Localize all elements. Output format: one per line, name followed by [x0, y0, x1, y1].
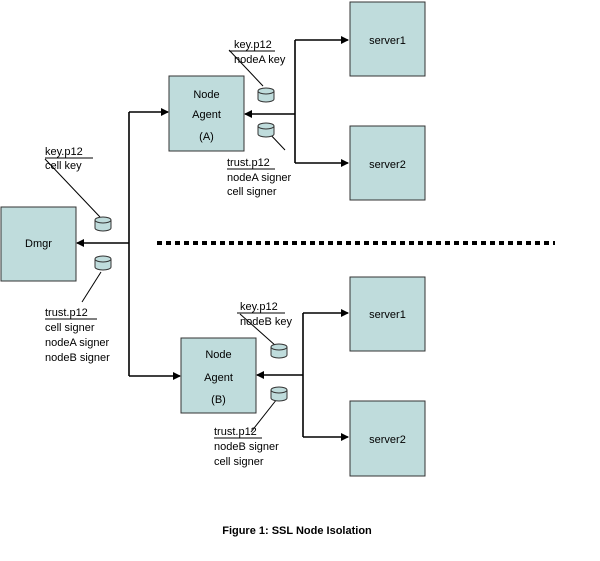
node-agent-a-box: Node Agent (A)	[168, 75, 245, 152]
leader-node-a-key	[228, 49, 264, 87]
node-a-truststore-entry-1: nodeA signer	[227, 172, 292, 184]
node-b-keystore-icon	[270, 343, 288, 359]
node-a-keystore-entry: nodeA key	[234, 54, 286, 66]
cell-keystore-file: key.p12	[45, 146, 83, 158]
node-b-keystore-label: key.p12 nodeB key	[237, 301, 292, 328]
connectors	[44, 36, 555, 441]
node-a-keystore-file: key.p12	[234, 39, 272, 51]
cell-keystore-icon	[94, 216, 112, 232]
node-b-truststore-file: trust.p12	[214, 426, 257, 438]
node-agent-b-line-2: Agent	[204, 372, 233, 384]
node-agent-b-line-3: (B)	[211, 394, 226, 406]
node-a-keystore-label: key.p12 nodeA key	[229, 39, 286, 66]
dmgr-label: Dmgr	[25, 238, 52, 250]
node-b-truststore-entry-1: nodeB signer	[214, 441, 279, 453]
node-b-keystore-file: key.p12	[240, 301, 278, 313]
node-agent-a-line-1: Node	[193, 89, 219, 101]
leader-node-b-key	[239, 313, 277, 347]
node-b-keystore-entry: nodeB key	[240, 316, 292, 328]
cell-truststore-icon	[94, 255, 112, 271]
node-b-server2-label: server2	[369, 434, 406, 446]
cell-truststore-entry-1: cell signer	[45, 322, 95, 334]
leader-cell-key	[44, 158, 101, 218]
cell-truststore-file: trust.p12	[45, 307, 88, 319]
node-b-server2-box: server2	[349, 400, 426, 477]
figure-caption: Figure 1: SSL Node Isolation	[222, 525, 372, 537]
node-a-keystore-icon	[257, 87, 275, 103]
cell-keystore-label: key.p12 cell key	[45, 146, 93, 172]
cell-keystore-entry: cell key	[45, 160, 82, 172]
cell-truststore-label: trust.p12 cell signer nodeA signer nodeB…	[45, 307, 110, 364]
node-agent-b-box: Node Agent (B)	[180, 337, 257, 414]
cell-truststore-entry-3: nodeB signer	[45, 352, 110, 364]
node-b-server1-box: server1	[349, 276, 426, 352]
node-a-truststore-icon	[257, 122, 275, 138]
leader-cell-trust	[81, 271, 102, 303]
node-agent-a-line-2: Agent	[192, 109, 221, 121]
cell-truststore-entry-2: nodeA signer	[45, 337, 110, 349]
node-a-truststore-label: trust.p12 nodeA signer cell signer	[227, 157, 292, 198]
node-b-truststore-icon	[270, 386, 288, 402]
node-agent-a-line-3: (A)	[199, 131, 214, 143]
node-a-truststore-entry-2: cell signer	[227, 186, 277, 198]
node-a-server2-box: server2	[349, 125, 426, 201]
node-b-truststore-entry-2: cell signer	[214, 456, 264, 468]
node-b-truststore-label: trust.p12 nodeB signer cell signer	[214, 426, 279, 468]
node-agent-b-line-1: Node	[205, 349, 231, 361]
node-a-server2-label: server2	[369, 159, 406, 171]
dmgr-box: Dmgr	[0, 206, 77, 282]
node-b-server1-label: server1	[369, 309, 406, 321]
node-a-server1-label: server1	[369, 35, 406, 47]
node-a-truststore-file: trust.p12	[227, 157, 270, 169]
node-a-server1-box: server1	[349, 1, 426, 77]
leader-node-b-trust	[250, 398, 278, 433]
